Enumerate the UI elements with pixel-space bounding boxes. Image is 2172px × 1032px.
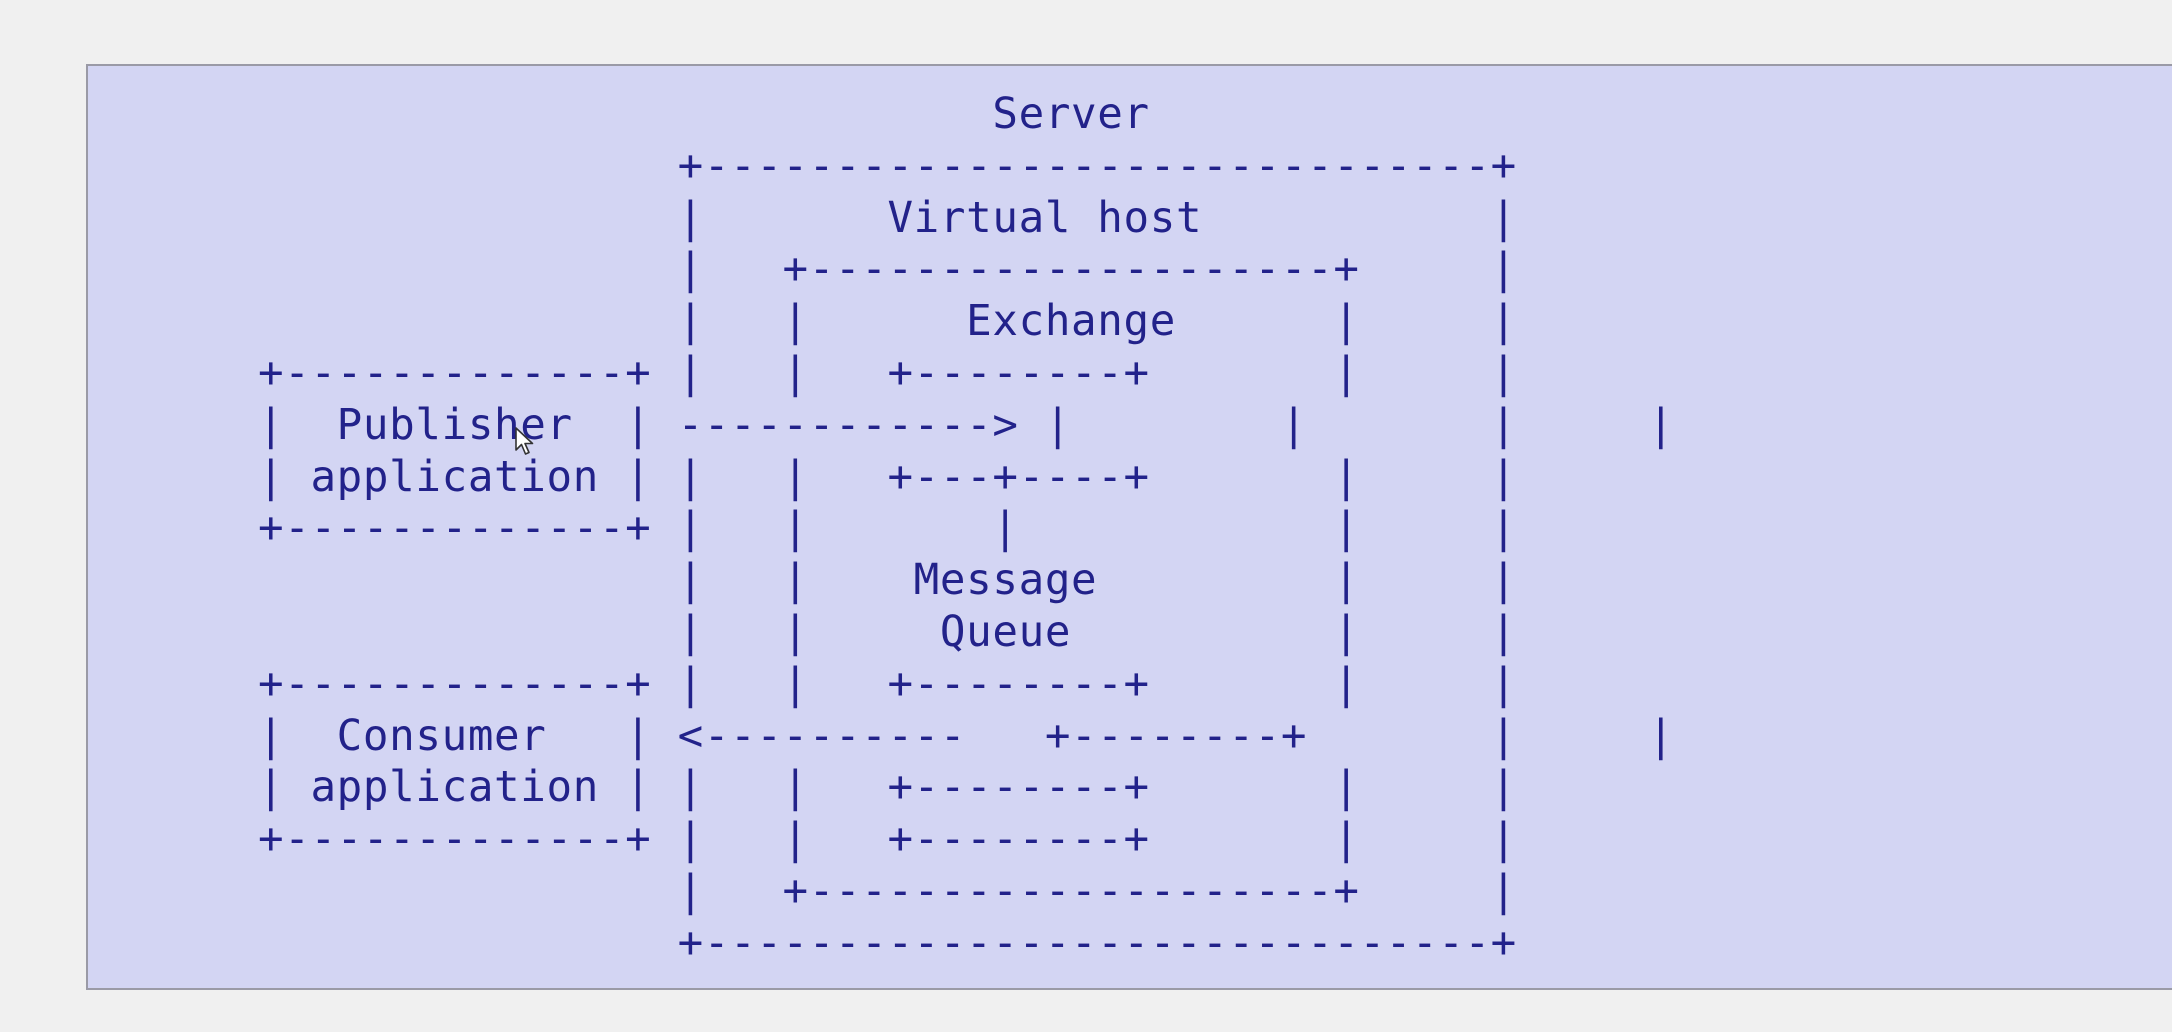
consumer-box-bottom-border: +-------------+ | | +--------+ | | [258, 815, 1517, 865]
exchange-title-line: | | Exchange | | [258, 297, 1517, 347]
diagram-panel [86, 64, 2172, 990]
mouse-pointer-icon [515, 427, 534, 455]
publisher-application-line: | application | | | +---+----+ | | [258, 452, 1517, 502]
queue-title-line: | | Queue | | [258, 607, 1517, 657]
server-title-line: Server [258, 90, 1150, 139]
consumer-box-top-border: +-------------+ | | +--------+ | | [258, 659, 1517, 709]
message-title-line: | | Message | | [258, 556, 1517, 606]
publisher-box-bottom-border: +-------------+ | | | | | [258, 504, 1517, 554]
consumer-application-line: | application | | | +--------+ | | [258, 763, 1517, 813]
virtual-host-box-top-border: | +--------------------+ | [258, 245, 1517, 295]
ascii-diagram: Server +------------------------------+ … [258, 89, 1674, 970]
server-box-bottom-border: +------------------------------+ [258, 918, 1517, 968]
virtual-host-box-bottom-border: | +--------------------+ | [258, 866, 1517, 916]
virtual-host-title-line: | Virtual host | [258, 193, 1517, 243]
publisher-box-top-border: +-------------+ | | +--------+ | | [258, 348, 1517, 398]
publisher-label-line: | Publisher | ------------> | | | | [258, 400, 1675, 450]
server-box-top-border: +------------------------------+ [258, 141, 1517, 191]
consumer-label-line: | Consumer | <---------- +--------+ | | [258, 711, 1675, 761]
